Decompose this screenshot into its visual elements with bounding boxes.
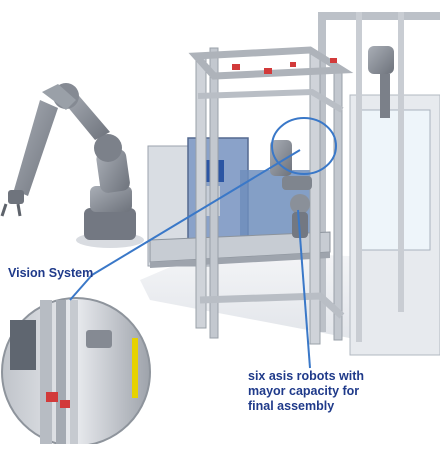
- vision-system-label: Vision System: [8, 266, 94, 280]
- robot-arm-render: [0, 83, 144, 248]
- robots-label-line-1: six asis robots with: [248, 369, 365, 383]
- vision-inset-callout-line: [69, 274, 93, 301]
- cell-robot: [270, 140, 312, 238]
- vision-callout-line: [91, 149, 301, 276]
- assembly-cell-render: [140, 12, 440, 356]
- vision-system-highlight: [271, 117, 337, 175]
- robots-label-line-3: final assembly: [248, 399, 335, 413]
- robots-label: six asis robots with mayor capacity for …: [248, 369, 428, 414]
- vision-detail-inset: [1, 297, 151, 447]
- robots-label-line-2: mayor capacity for: [248, 384, 360, 398]
- robots-callout-line: [297, 209, 311, 369]
